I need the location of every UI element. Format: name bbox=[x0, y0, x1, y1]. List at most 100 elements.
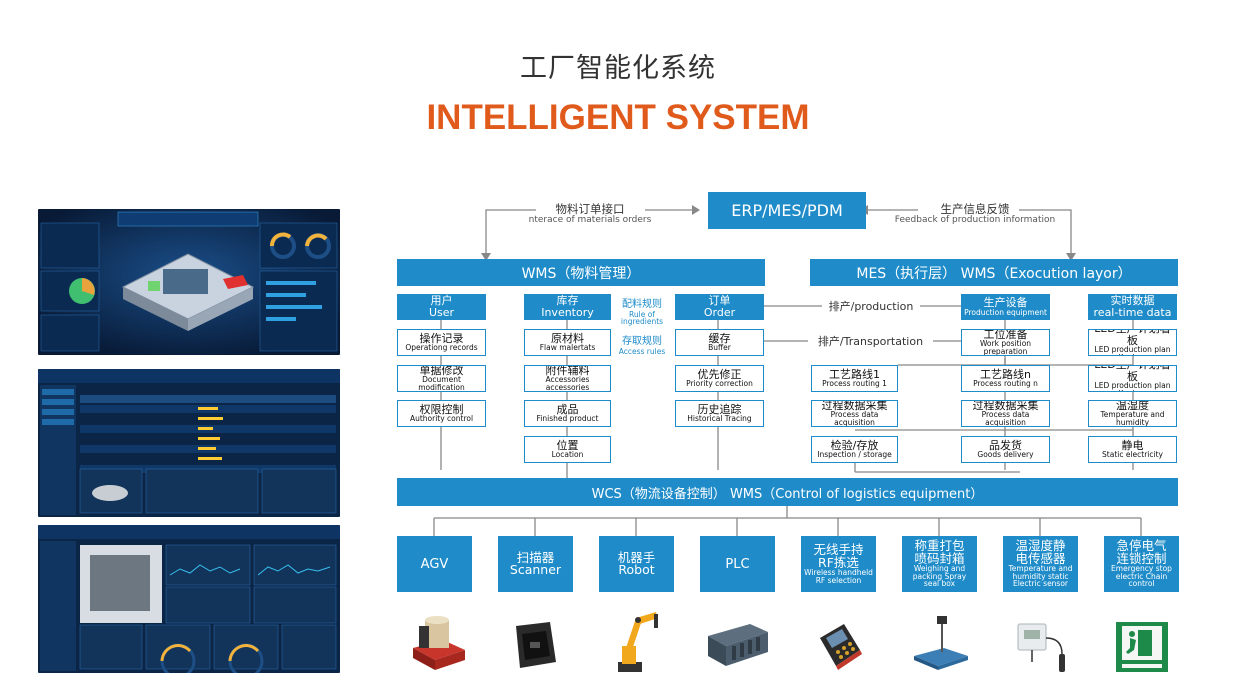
equipment-weighing-packing: 称重打包 喷码封箱 Weighing and packing Spray sea… bbox=[902, 536, 977, 592]
item-cn: 优先修正 bbox=[697, 367, 742, 381]
item-cn: 静电 bbox=[1121, 438, 1144, 452]
rule-access: 存取规则 Access rules bbox=[614, 336, 670, 356]
header-en: Production equipment bbox=[964, 307, 1047, 317]
equipment-en: Temperature and humidity static Electric… bbox=[1008, 564, 1073, 589]
equipment-en: Wireless handheld RF selection bbox=[804, 568, 873, 585]
equipment-emergency-stop: 急停电气 连锁控制 Emergency stop electric Chain … bbox=[1104, 536, 1179, 592]
item-cn: 工位准备 bbox=[983, 329, 1028, 341]
item-en: Process routing n bbox=[973, 379, 1038, 389]
header-cn: 实时数据 bbox=[1110, 294, 1155, 308]
item-cn: 检验/存放 bbox=[830, 438, 879, 452]
equipment-en: Weighing and packing Spray seal box bbox=[912, 564, 967, 589]
item-en: Priority correction bbox=[686, 379, 753, 389]
item-cn: 温湿度 bbox=[1116, 400, 1149, 412]
equipment-cn: PLC bbox=[725, 556, 750, 572]
wms-header-order-cn: 订单 bbox=[708, 294, 731, 308]
item-cn: 过程数据采集 bbox=[972, 400, 1039, 412]
arrow-label-materials: 物料订单接口 nterace of materials orders bbox=[510, 203, 670, 226]
scanner-icon bbox=[516, 622, 556, 668]
arrow-label-materials-cn: 物料订单接口 bbox=[555, 202, 625, 216]
item-en: Buffer bbox=[708, 343, 731, 353]
erp-box: ERP/MES/PDM bbox=[708, 192, 866, 229]
mes-header-production-equipment: 生产设备 Production equipment bbox=[961, 294, 1050, 320]
order-item-buffer: 缓存 Buffer bbox=[675, 329, 764, 356]
wms-header-user-cn: 用户 bbox=[430, 294, 453, 308]
mes-equip-routing-n: 工艺路线n Process routing n bbox=[961, 365, 1050, 392]
rule-en: Rule of ingredients bbox=[620, 309, 664, 327]
plc-icon bbox=[708, 624, 768, 666]
temperature-sensor-icon bbox=[1017, 623, 1065, 672]
inventory-item-location: 位置 Location bbox=[524, 436, 611, 463]
item-en: Flaw malertats bbox=[539, 343, 596, 353]
robot-arm-icon bbox=[618, 612, 658, 672]
item-en: Finished product bbox=[536, 414, 599, 424]
inventory-item-accessories: 附件辅料 Accessories accessories bbox=[524, 365, 611, 392]
user-item-document-modification: 单据修改 Document modification bbox=[397, 365, 486, 392]
item-en: Operationg records bbox=[405, 343, 478, 353]
inventory-item-finished-product: 成品 Finished product bbox=[524, 400, 611, 427]
wcs-bar: WCS（物流设备控制） WMS（Control of logistics equ… bbox=[397, 478, 1178, 506]
wms-header-inventory-cn: 库存 bbox=[556, 294, 579, 308]
equipment-agv: AGV bbox=[397, 536, 472, 592]
equipment-cn: AGV bbox=[420, 556, 449, 572]
arrow-label-feedback-cn: 生产信息反馈 bbox=[940, 202, 1010, 216]
wms-header-user: 用户 User bbox=[397, 294, 486, 320]
dashboard-screenshot-table bbox=[38, 369, 340, 517]
item-cn: 品发货 bbox=[989, 438, 1022, 452]
equipment-cn: 称重打包 喷码封箱 bbox=[914, 538, 965, 566]
equipment-sensor: 温湿度静 电传感器 Temperature and humidity stati… bbox=[1003, 536, 1078, 592]
arrow-label-feedback-en: Feedback of production information bbox=[894, 214, 1056, 225]
mes-process-data-acquisition: 过程数据采集 Process data acquisition bbox=[811, 400, 898, 427]
label-transportation: 排产/Transportation bbox=[817, 335, 924, 348]
equipment-cn: 机器手 bbox=[617, 549, 656, 565]
equipment-plc: PLC bbox=[700, 536, 775, 592]
handheld-terminal-icon bbox=[820, 624, 862, 670]
inventory-item-raw-materials: 原材料 Flaw malertats bbox=[524, 329, 611, 356]
mes-bar: MES（执行层） WMS（Exocution layor） bbox=[810, 259, 1178, 286]
item-cn: 权限控制 bbox=[419, 402, 464, 416]
item-en: Accessories accessories bbox=[545, 375, 590, 392]
equipment-en: Emergency stop electric Chain control bbox=[1111, 564, 1172, 589]
item-cn: 单据修改 bbox=[419, 365, 464, 377]
wms-header-order: 订单 Order bbox=[675, 294, 764, 320]
user-item-authority-control: 权限控制 Authority control bbox=[397, 400, 486, 427]
item-cn: 操作记录 bbox=[419, 331, 464, 345]
item-en: LED production plan Kanban bbox=[1094, 345, 1171, 355]
item-en: Process data acquisition bbox=[981, 410, 1030, 427]
item-en: Work position preparation bbox=[979, 339, 1032, 356]
weighing-scale-icon bbox=[914, 616, 968, 670]
realtime-led-kanban-2: LED生产计划看板 LED production plan Kanban bbox=[1088, 365, 1177, 392]
equipment-cn: 急停电气 连锁控制 bbox=[1116, 538, 1167, 566]
rule-ingredients: 配料规则 Rule of ingredients bbox=[614, 299, 670, 327]
item-en: Historical Tracing bbox=[687, 414, 752, 424]
equipment-cn: 扫描器 bbox=[516, 549, 555, 565]
item-cn: LED生产计划看板 bbox=[1094, 366, 1171, 383]
emergency-exit-icon bbox=[1116, 622, 1168, 672]
arrow-label-materials-en: nterace of materials orders bbox=[528, 214, 652, 225]
item-en: LED production plan Kanban bbox=[1094, 381, 1171, 391]
item-en: Inspection / storage bbox=[817, 450, 892, 460]
realtime-temperature-humidity: 温湿度 Temperature and humidity bbox=[1088, 400, 1177, 427]
item-en: Static electricity bbox=[1102, 450, 1163, 460]
page-title-cn: 工厂智能化系统 bbox=[520, 53, 716, 84]
item-cn: 成品 bbox=[556, 402, 579, 416]
item-cn: 原材料 bbox=[551, 331, 584, 345]
dashboard-screenshot-machine bbox=[38, 525, 340, 673]
realtime-led-kanban-1: LED生产计划看板 LED production plan Kanban bbox=[1088, 329, 1177, 356]
equipment-cn: 温湿度静 电传感器 bbox=[1015, 538, 1066, 566]
page-title-en: INTELLIGENT SYSTEM bbox=[426, 98, 810, 137]
item-en: Document modification bbox=[418, 375, 465, 392]
item-cn: 历史追踪 bbox=[697, 402, 742, 416]
equipment-en: Scanner bbox=[509, 562, 562, 577]
item-en: Process routing 1 bbox=[822, 379, 887, 389]
label-production: 排产/production bbox=[828, 300, 914, 313]
mes-equip-goods-delivery: 品发货 Goods delivery bbox=[961, 436, 1050, 463]
arrow-label-feedback: 生产信息反馈 Feedback of production informatio… bbox=[885, 203, 1065, 226]
rule-en: Access rules bbox=[618, 346, 666, 356]
wms-bar: WMS（物料管理） bbox=[397, 259, 765, 286]
equipment-cn: 无线手持 RF拣选 bbox=[813, 542, 864, 570]
wms-header-user-en: User bbox=[428, 306, 455, 319]
header-en: real-time data bbox=[1093, 306, 1172, 319]
item-cn: 工艺路线1 bbox=[829, 367, 880, 381]
wms-header-inventory: 库存 Inventory bbox=[524, 294, 611, 320]
